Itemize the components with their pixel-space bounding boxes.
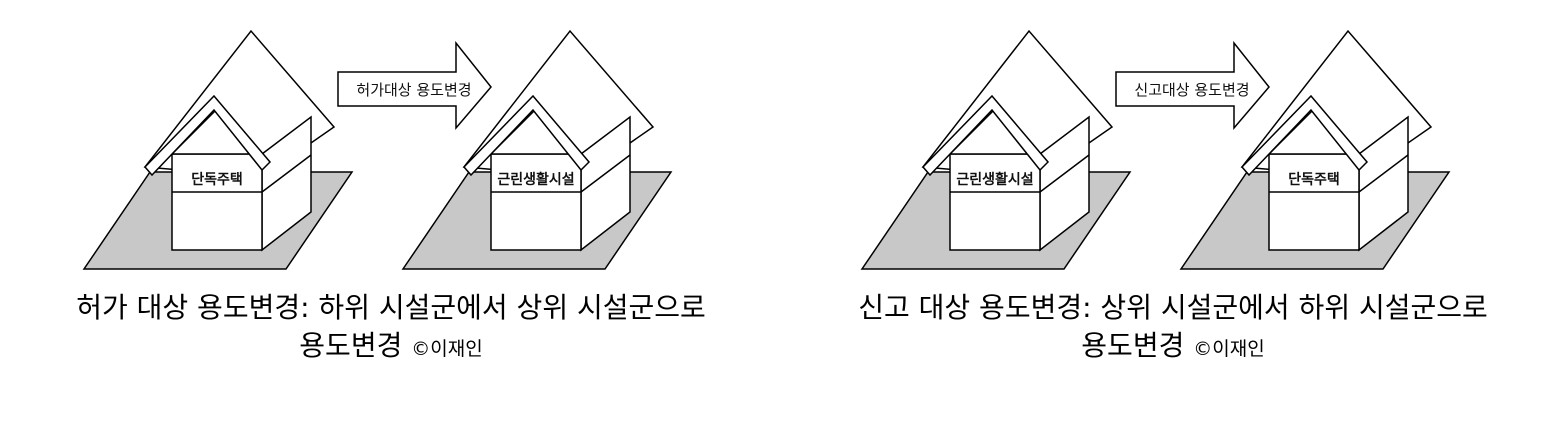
house-from-label: 단독주택 — [191, 171, 243, 188]
transition-arrow: 허가대상 용도변경 — [337, 42, 492, 129]
copyright: ©이재인 — [411, 338, 483, 360]
house-from: 근린생활시설 — [861, 30, 1131, 270]
house-to-label: 근린생활시설 — [497, 171, 574, 188]
arrow-label: 허가대상 용도변경 — [356, 81, 471, 99]
panel-1: 단독주택 허가대상 용도변경 근린생활시설 — [83, 30, 672, 270]
copyright: ©이재인 — [1193, 338, 1265, 360]
caption-1: 허가 대상 용도변경: 하위 시설군에서 상위 시설군으로 용도변경 ©이재인 — [0, 289, 782, 368]
caption-line2-text: 용도변경 — [299, 329, 403, 362]
caption-line1: 신고 대상 용도변경: 상위 시설군에서 하위 시설군으로 — [858, 291, 1488, 324]
transition-arrow: 신고대상 용도변경 — [1115, 42, 1270, 129]
caption-line2: 용도변경 ©이재인 — [782, 327, 1564, 368]
panel-2: 근린생활시설 신고대상 용도변경 단독주택 — [861, 30, 1450, 270]
house-to-label: 단독주택 — [1288, 171, 1340, 188]
caption-line2-text: 용도변경 — [1081, 329, 1185, 362]
caption-line2: 용도변경 ©이재인 — [0, 327, 782, 368]
house-from: 단독주택 — [83, 30, 353, 270]
caption-line1: 허가 대상 용도변경: 하위 시설군에서 상위 시설군으로 — [76, 291, 706, 324]
house-from-label: 근린생활시설 — [956, 171, 1033, 188]
caption-2: 신고 대상 용도변경: 상위 시설군에서 하위 시설군으로 용도변경 ©이재인 — [782, 289, 1564, 368]
house-to: 단독주택 — [1180, 30, 1450, 270]
house-to: 근린생활시설 — [402, 30, 672, 270]
arrow-label: 신고대상 용도변경 — [1134, 81, 1249, 99]
